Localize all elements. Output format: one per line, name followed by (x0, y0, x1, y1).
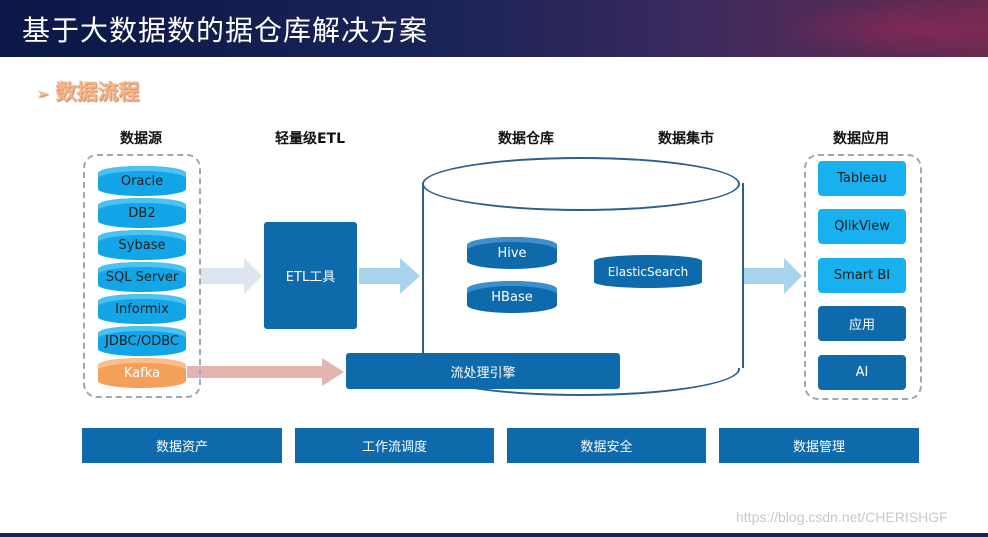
source-sql-server: SQL Server (98, 262, 186, 292)
source-kafka: Kafka (98, 358, 186, 388)
hive-store: Hive (467, 237, 557, 269)
apps-group (804, 154, 922, 400)
source-db2: DB2 (98, 198, 186, 228)
arrow-etl-to-warehouse (359, 258, 420, 294)
column-head-apps: 数据应用 (833, 131, 889, 147)
source-sybase: Sybase (98, 230, 186, 260)
title-bar: 基于大数据数的据仓库解决方案 (0, 0, 988, 57)
elasticsearch-store: ElasticSearch (594, 255, 702, 288)
source-informix: Informix (98, 294, 186, 324)
app-ai: AI (818, 355, 906, 390)
bar-workflow-scheduling: 工作流调度 (295, 428, 494, 463)
arrow-sources-to-etl (200, 258, 262, 294)
watermark-url: https://blog.csdn.net/CHERISHGF (736, 509, 948, 525)
sources-group (83, 154, 201, 398)
footer-line (0, 533, 988, 537)
section-heading: ➢ 数据流程 (36, 76, 139, 106)
bar-data-management: 数据管理 (719, 428, 919, 463)
column-head-etl: 轻量级ETL (274, 131, 346, 147)
arrow-warehouse-to-apps (742, 258, 802, 294)
warehouse-cylinder-top (422, 157, 740, 211)
column-head-warehouse: 数据仓库 (498, 131, 554, 147)
etl-tool-box: ETL工具 (264, 222, 357, 329)
page-title: 基于大数据数的据仓库解决方案 (22, 14, 429, 47)
arrow-kafka-to-stream (187, 358, 344, 386)
app-smart-bi: Smart BI (818, 258, 906, 293)
source-jdbc-odbc: JDBC/ODBC (98, 326, 186, 356)
bar-data-security: 数据安全 (507, 428, 706, 463)
app-application: 应用 (818, 306, 906, 341)
bullet-arrow-icon: ➢ (36, 84, 50, 103)
hbase-store: HBase (467, 281, 557, 313)
bar-data-assets: 数据资产 (82, 428, 282, 463)
app-qlikview: QlikView (818, 209, 906, 244)
column-head-mart: 数据集市 (658, 131, 714, 147)
header-glow (768, 0, 988, 57)
stream-engine-box: 流处理引擎 (346, 353, 620, 389)
app-tableau: Tableau (818, 161, 906, 196)
section-title: 数据流程 (55, 80, 140, 104)
column-head-sources: 数据源 (120, 131, 162, 147)
source-oracle: Oracle (98, 166, 186, 196)
